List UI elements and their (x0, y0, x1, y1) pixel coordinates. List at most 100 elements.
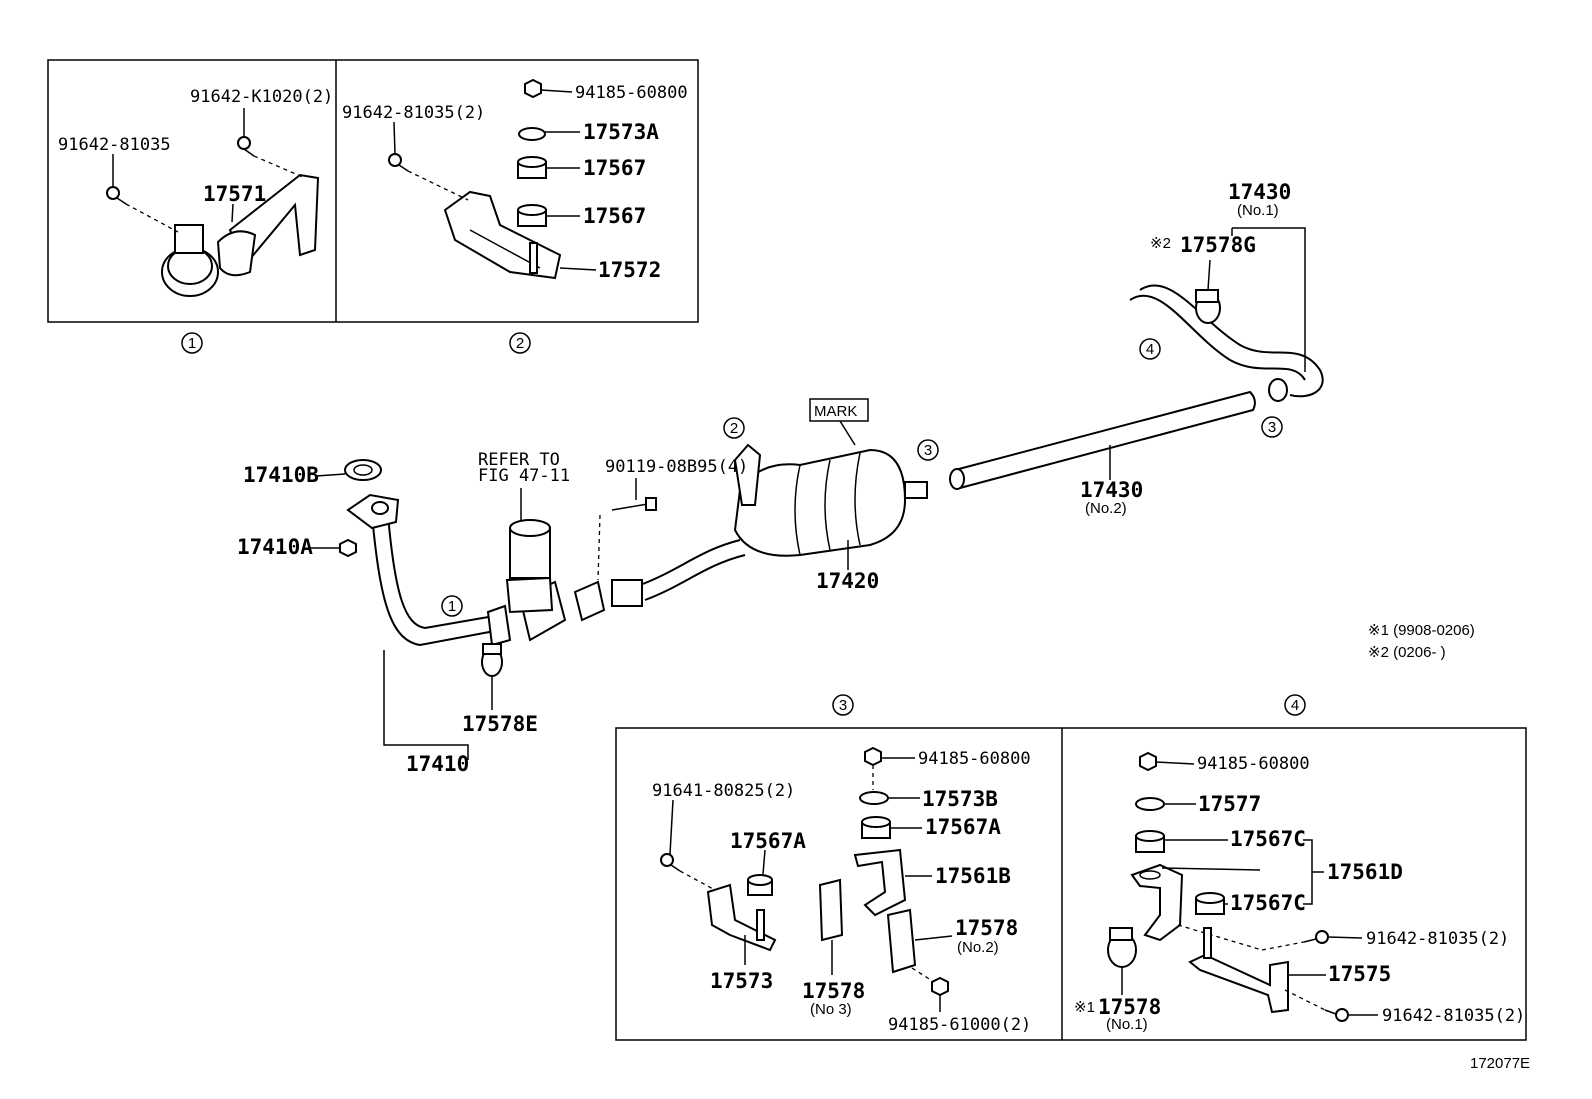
gasket-17410B-icon (344, 459, 382, 481)
detail-2-washer-icon (518, 127, 546, 141)
detail-2-bolt-icon (388, 153, 409, 172)
detail-1-bolt-icon-b (106, 186, 127, 205)
detail-box-3-4 (615, 727, 1527, 1041)
part-no-17577: 17577 (1198, 792, 1261, 816)
part-no-17561B: 17561B (935, 864, 1011, 888)
detail-number-2: 2 (509, 332, 531, 354)
gasket-17410A-icon (339, 538, 357, 558)
part-no-17578G: 17578G (1180, 233, 1256, 257)
clamp-17578G-icon (1195, 289, 1221, 324)
part-no-90119-08B95: 90119-08B95(4) (605, 457, 748, 477)
svg-text:3: 3 (1268, 419, 1276, 436)
callout-3-mid: 3 (917, 439, 939, 461)
detail-4-nut-icon (1139, 751, 1157, 772)
detail-3-bracket-17561B (853, 848, 907, 917)
part-no-91642-81035-2: 91642-81035(2) (342, 103, 485, 123)
part-no-17567A-a: 17567A (730, 829, 806, 853)
part-no-17573B: 17573B (922, 787, 998, 811)
refer-line-2: FIG 47-11 (478, 466, 570, 486)
note-mark-1: ※1 (1074, 999, 1095, 1016)
detail-4-bracket-17561D (1130, 863, 1184, 942)
detail-3-nut-icon (864, 746, 882, 767)
tailpipe-no1 (1129, 284, 1324, 402)
part-no-17578-no1-sub: (No.1) (1106, 1016, 1148, 1033)
bolt-90119-icon (611, 497, 657, 511)
detail-4-bolt-icon-a (1303, 930, 1329, 944)
callout-4-main: 4 (1139, 338, 1161, 360)
part-no-17567C-a: 17567C (1230, 827, 1306, 851)
refer-line-1: REFER TO (478, 450, 560, 470)
note-2: ※2 (0206- ) (1368, 644, 1446, 661)
detail-box-1-2 (47, 59, 699, 323)
detail-3-clamp-no2-icon (886, 908, 917, 974)
detail-2-nut-icon (524, 78, 542, 99)
detail-3-clamp-no3-icon (818, 878, 844, 942)
part-no-91642-81035: 91642-81035 (58, 135, 171, 155)
part-no-17572: 17572 (598, 258, 661, 282)
svg-text:4: 4 (1291, 697, 1299, 714)
part-no-91641-80825: 91641-80825(2) (652, 781, 795, 801)
front-pipe-17410 (346, 493, 512, 647)
detail-3-bracket-17573 (706, 883, 777, 952)
detail-2-bracket-17572 (443, 190, 562, 280)
refer-part-icon (505, 519, 554, 614)
part-no-17578-no2: 17578 (955, 916, 1018, 940)
svg-text:3: 3 (839, 697, 847, 714)
detail-number-4: 4 (1284, 694, 1306, 716)
detail-1-bracket-17571 (161, 173, 320, 297)
svg-text:1: 1 (448, 598, 456, 615)
detail-4-bracket-17575 (1188, 927, 1289, 1014)
part-no-17430-no2: 17430 (1080, 478, 1143, 502)
callout-3-right: 3 (1261, 416, 1283, 438)
part-no-91642-K1020: 91642-K1020(2) (190, 87, 333, 107)
detail-4-cushion-icon-a (1135, 830, 1165, 853)
part-no-17420: 17420 (816, 569, 879, 593)
clamp-17578E-icon (481, 643, 503, 677)
note-mark-2: ※2 (1150, 235, 1171, 252)
note-1: ※1 (9908-0206) (1368, 622, 1475, 639)
part-no-17578-no1: 17578 (1098, 995, 1161, 1019)
part-no-17410: 17410 (406, 752, 469, 776)
part-no-17578-no2-sub: (No.2) (957, 939, 999, 956)
svg-text:1: 1 (188, 335, 196, 352)
part-no-17567-a: 17567 (583, 156, 646, 180)
part-no-91642-81035-d4b: 91642-81035(2) (1382, 1006, 1525, 1026)
svg-text:4: 4 (1146, 341, 1154, 358)
detail-3-cushion-icon-b (861, 816, 891, 839)
part-no-94185-60800-d3: 94185-60800 (918, 749, 1031, 769)
part-no-17578E: 17578E (462, 712, 538, 736)
detail-3-nut2-icon (931, 976, 949, 997)
part-no-94185-61000: 94185-61000(2) (888, 1015, 1031, 1035)
detail-3-bolt-icon (660, 853, 681, 872)
part-no-17567-b: 17567 (583, 204, 646, 228)
part-no-17430-no1-sub: (No.1) (1237, 202, 1279, 219)
part-no-17567A-b: 17567A (925, 815, 1001, 839)
part-no-17410B: 17410B (243, 463, 319, 487)
part-no-17578-no3-sub: (No 3) (810, 1001, 852, 1018)
part-no-17573A: 17573A (583, 120, 659, 144)
figure-id: 172077E (1470, 1055, 1530, 1072)
svg-text:3: 3 (924, 442, 932, 459)
tailpipe-no2 (949, 390, 1256, 490)
svg-text:2: 2 (516, 335, 524, 352)
detail-1-bolt-icon-a (237, 136, 255, 157)
detail-number-1: 1 (181, 332, 203, 354)
detail-3-washer-icon (859, 791, 889, 805)
detail-4-cushion-icon-b (1195, 892, 1225, 915)
part-no-17575: 17575 (1328, 962, 1391, 986)
part-no-17430-no1: 17430 (1228, 180, 1291, 204)
part-no-17430-no2-sub: (No.2) (1085, 500, 1127, 517)
part-no-17567C-b: 17567C (1230, 891, 1306, 915)
detail-4-washer-icon (1135, 797, 1165, 811)
detail-2-cushion-icon-a (517, 156, 547, 179)
part-no-17573: 17573 (710, 969, 773, 993)
mark-label-box: MARK (809, 398, 869, 422)
part-no-17561D: 17561D (1327, 860, 1403, 884)
detail-number-3: 3 (832, 694, 854, 716)
muffler-17420 (611, 443, 928, 607)
part-no-17578-no3: 17578 (802, 979, 865, 1003)
part-no-91642-81035-d4a: 91642-81035(2) (1366, 929, 1509, 949)
detail-2-cushion-icon-b (517, 204, 547, 227)
